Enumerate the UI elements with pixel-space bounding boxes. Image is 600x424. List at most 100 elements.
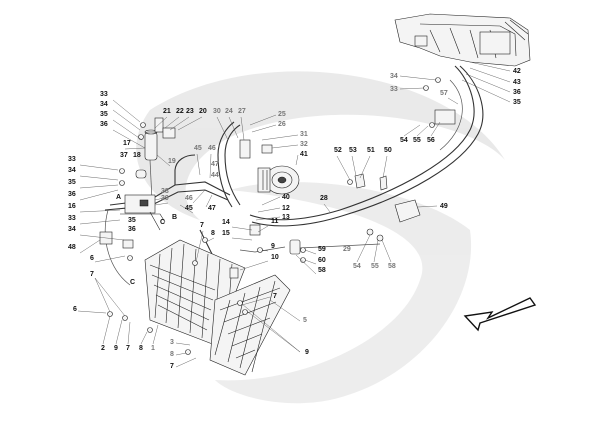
callout-label-51: 51 — [367, 147, 375, 154]
callout-label-46a: 46 — [208, 145, 216, 152]
callout-label-12: 12 — [282, 205, 290, 212]
callout-label-56: 56 — [427, 137, 435, 144]
callout-label-35a: 35 — [513, 99, 521, 106]
receiver-drier — [135, 117, 164, 179]
callout-label-34b: 34 — [100, 101, 108, 108]
direction-arrow-icon — [463, 297, 537, 332]
callout-label-20: 20 — [199, 108, 207, 115]
callout-label-25: 25 — [278, 111, 286, 118]
callout-label-6a: 6 — [90, 255, 94, 262]
callout-label-54a: 54 — [400, 137, 408, 144]
callout-label-9a: 9 — [271, 243, 275, 250]
callout-label-13: 13 — [282, 214, 290, 221]
watermark-swirl-logo — [136, 71, 505, 404]
callout-label-B1: B — [172, 214, 177, 221]
callout-label-28: 28 — [320, 195, 328, 202]
callout-label-38: 38 — [161, 188, 169, 195]
callout-label-7e: 7 — [170, 363, 174, 370]
callout-label-1: 1 — [151, 345, 155, 352]
callout-label-5: 5 — [303, 317, 307, 324]
leader-lines — [77, 61, 511, 368]
callout-label-19: 19 — [168, 158, 176, 165]
callout-label-6b: 6 — [73, 306, 77, 313]
refrigerant-pipes — [104, 65, 484, 331]
callout-label-15: 15 — [222, 230, 230, 237]
callout-label-39: 39 — [161, 195, 169, 202]
callout-label-36b: 36 — [100, 121, 108, 128]
callout-label-18: 18 — [133, 152, 141, 159]
callout-label-36a: 36 — [513, 89, 521, 96]
callout-label-7a: 7 — [200, 222, 204, 229]
condenser — [144, 239, 291, 376]
callout-label-C1: C — [160, 219, 165, 226]
callout-label-29: 29 — [343, 246, 351, 253]
callout-label-37: 37 — [120, 152, 128, 159]
callout-label-A1: A — [116, 194, 121, 201]
callout-label-54b: 54 — [353, 263, 361, 270]
callout-label-8b: 8 — [139, 345, 143, 352]
callout-label-58a: 58 — [388, 263, 396, 270]
callout-label-33d: 33 — [68, 215, 76, 222]
callout-label-14: 14 — [222, 219, 230, 226]
callout-label-31: 31 — [300, 131, 308, 138]
callout-label-3: 3 — [170, 339, 174, 346]
callout-label-50: 50 — [384, 147, 392, 154]
callout-label-45b: 45 — [185, 205, 193, 212]
callout-label-45a: 45 — [194, 145, 202, 152]
callout-label-32: 32 — [300, 141, 308, 148]
callout-label-8a: 8 — [211, 230, 215, 237]
callout-label-42: 42 — [513, 68, 521, 75]
callout-label-55b: 55 — [371, 263, 379, 270]
callout-label-49: 49 — [440, 203, 448, 210]
callout-label-34a: 34 — [390, 73, 398, 80]
callout-label-26: 26 — [278, 121, 286, 128]
compressor — [257, 165, 300, 195]
callout-label-59: 59 — [318, 246, 326, 253]
callout-label-27: 27 — [238, 108, 246, 115]
callout-label-53: 53 — [349, 147, 357, 154]
callout-label-10: 10 — [271, 254, 279, 261]
callout-label-60: 60 — [318, 257, 326, 264]
callout-label-33c: 33 — [68, 156, 76, 163]
callout-label-44: 44 — [211, 172, 219, 179]
callout-label-35c: 35 — [68, 179, 76, 186]
callout-label-35b: 35 — [100, 111, 108, 118]
callout-label-33b: 33 — [100, 91, 108, 98]
callout-label-7d: 7 — [126, 345, 130, 352]
callout-label-34c: 34 — [68, 167, 76, 174]
evaporator-unit — [394, 13, 531, 67]
callout-label-34d: 34 — [68, 226, 76, 233]
callout-label-35d: 35 — [128, 217, 136, 224]
callout-label-58b: 58 — [318, 267, 326, 274]
callout-label-22: 22 — [176, 108, 184, 115]
callout-label-17: 17 — [123, 140, 131, 147]
callout-label-7b: 7 — [90, 271, 94, 278]
callout-label-48: 48 — [68, 244, 76, 251]
callout-label-21: 21 — [163, 108, 171, 115]
callout-label-52: 52 — [334, 147, 342, 154]
callout-label-2: 2 — [101, 345, 105, 352]
callout-label-30: 30 — [213, 108, 221, 115]
callout-label-36c: 36 — [68, 191, 76, 198]
callout-label-24: 24 — [225, 108, 233, 115]
callout-label-16: 16 — [68, 203, 76, 210]
callout-label-46b: 46 — [185, 195, 193, 202]
callout-label-7c: 7 — [273, 293, 277, 300]
callout-label-8c: 8 — [170, 351, 174, 358]
callout-label-43: 43 — [513, 79, 521, 86]
callout-label-57: 57 — [440, 90, 448, 97]
callout-label-33a: 33 — [390, 86, 398, 93]
callout-label-47b: 47 — [208, 205, 216, 212]
callout-label-36d: 36 — [128, 226, 136, 233]
callout-label-55a: 55 — [413, 137, 421, 144]
callout-label-C2: C — [130, 279, 135, 286]
callout-label-9c: 9 — [305, 349, 309, 356]
callout-label-40: 40 — [282, 194, 290, 201]
callout-label-23: 23 — [186, 108, 194, 115]
valve-block — [120, 194, 166, 231]
callout-label-47a: 47 — [211, 161, 219, 168]
brackets-and-clamps — [99, 77, 456, 355]
callout-label-41: 41 — [300, 151, 308, 158]
